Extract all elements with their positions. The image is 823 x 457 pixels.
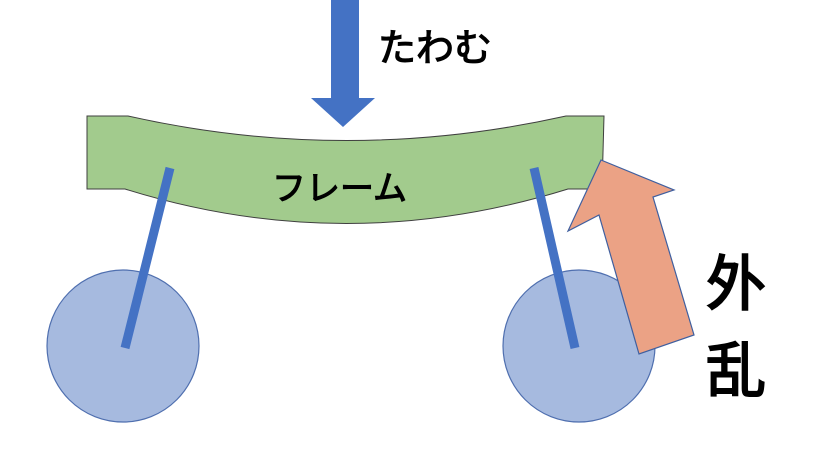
left-axle [120, 166, 175, 350]
frame-label: フレーム [272, 169, 407, 209]
right-axle [529, 167, 580, 349]
disturbance-arrow [566, 159, 695, 355]
disturbance-label-bottom: 乱 [706, 337, 766, 407]
disturbance-label-top: 外 [706, 250, 766, 320]
load-arrow [311, 0, 375, 127]
bend-label: たわむ [378, 26, 492, 70]
